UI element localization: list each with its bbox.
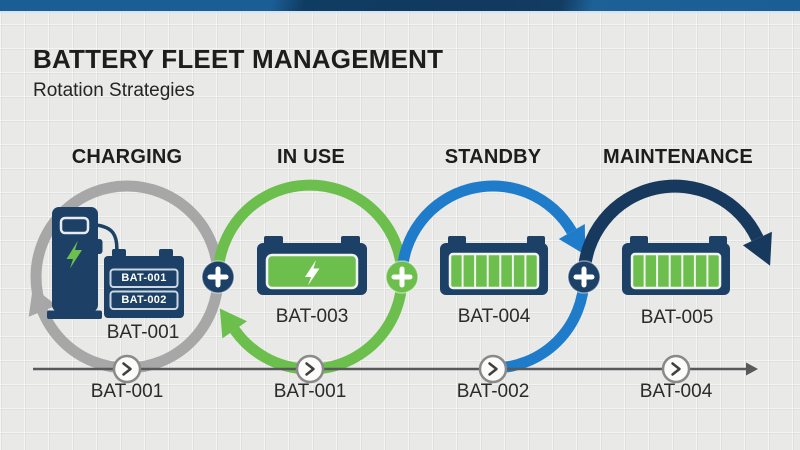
chevron-right-icon [671, 362, 681, 376]
unit-label-charging: BAT-001 [106, 322, 180, 343]
lightning-bolt-icon [66, 240, 82, 269]
maintenance-cycle-arrow [577, 179, 772, 278]
chevron-right-icon [488, 362, 498, 376]
timeline-node [112, 354, 142, 384]
battery-maintenance-icon [622, 236, 730, 295]
chevron-right-icon [305, 362, 315, 376]
unit-label-in-use: BAT-003 [275, 306, 349, 327]
lightning-bolt-icon [305, 260, 320, 286]
unit-label-maintenance: BAT-005 [640, 307, 714, 328]
timeline [33, 354, 758, 384]
timeline-entry-label: BAT-002 [456, 381, 530, 402]
timeline-arrowhead [746, 362, 758, 376]
timeline-entry-label: BAT-001 [273, 381, 347, 402]
timeline-entry-label: BAT-001 [90, 381, 164, 402]
plus-icon [207, 266, 229, 288]
top-banner [0, 0, 800, 13]
timeline-entry-label: BAT-004 [639, 381, 713, 402]
plus-icon [573, 266, 595, 288]
timeline-node [661, 354, 691, 384]
plus-icon [391, 266, 413, 288]
page-subtitle: Rotation Strategies [33, 80, 195, 101]
standby-cycle-arrow [396, 180, 590, 374]
chevron-right-icon [122, 362, 132, 376]
timeline-node [295, 354, 325, 384]
stage-label-standby: STANDBY [444, 146, 542, 168]
charger-screen [59, 216, 90, 235]
stage-label-charging: CHARGING [71, 146, 183, 168]
stage-label-in-use: IN USE [277, 146, 345, 168]
page-title: BATTERY FLEET MANAGEMENT [33, 44, 444, 74]
plus-connector [385, 260, 419, 294]
battery-standby-icon [440, 236, 548, 295]
unit-label-standby: BAT-004 [457, 306, 531, 327]
stacked-battery-label: BAT-001 [121, 272, 167, 284]
plus-connector [567, 260, 601, 294]
battery-in-use-icon [257, 236, 367, 295]
stacked-battery-label: BAT-002 [121, 294, 167, 306]
stage-label-maintenance: MAINTENANCE [603, 146, 753, 168]
plus-connector [201, 260, 235, 294]
battery-stack-icon [104, 249, 184, 318]
timeline-node [478, 354, 508, 384]
charging-station-icon [47, 207, 119, 319]
